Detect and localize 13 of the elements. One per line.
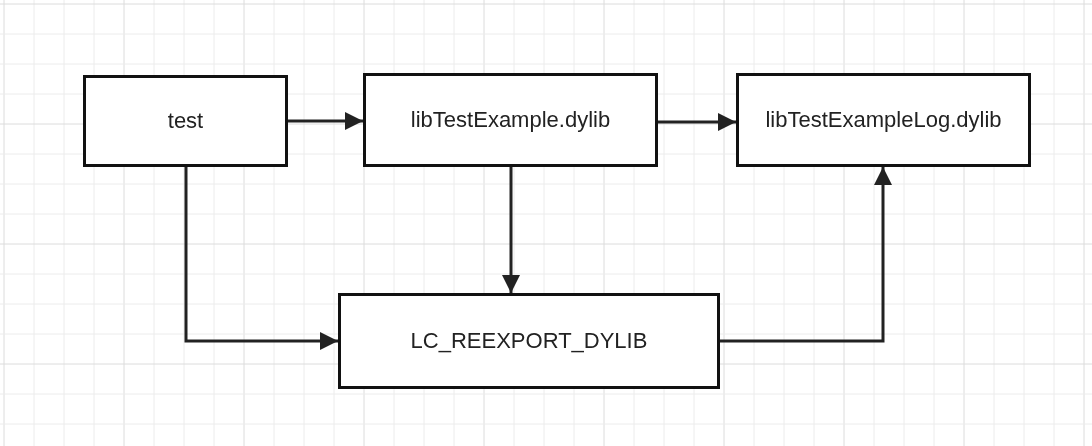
process-box: [736, 73, 1031, 167]
arrow: [184, 167, 338, 350]
arrow: [658, 113, 736, 131]
process-box: [363, 73, 658, 167]
arrow: [720, 167, 892, 343]
process-box: [338, 293, 720, 389]
box-label: LC_REEXPORT_DYLIB: [410, 326, 648, 355]
box-label: libTestExampleLog.dylib: [765, 105, 1002, 134]
arrow: [502, 167, 520, 293]
box-label: test: [167, 106, 204, 135]
box-label: libTestExample.dylib: [410, 105, 611, 134]
arrow: [288, 112, 363, 130]
process-box: [83, 75, 288, 167]
